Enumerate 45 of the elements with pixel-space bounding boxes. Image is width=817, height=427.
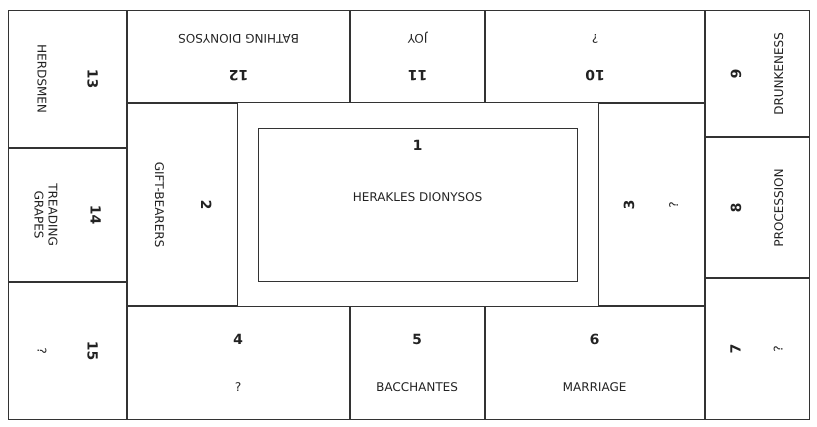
- mosaic-panel: [8, 282, 127, 420]
- panel-number: 3: [622, 199, 638, 209]
- panel-title: HERAKLES DIONYSOS: [352, 190, 482, 204]
- panel-number: 2: [196, 199, 212, 209]
- mosaic-panel: [350, 306, 485, 420]
- panel-number: 4: [233, 332, 243, 348]
- panel-number: 9: [728, 68, 744, 78]
- panel-number: 13: [83, 68, 100, 88]
- panel-number: 5: [412, 332, 422, 348]
- mosaic-panel: [485, 306, 705, 420]
- panel-title: BACCHANTES: [376, 380, 458, 394]
- panel-number: 1: [412, 138, 422, 154]
- panel-title: GIFT-BEARERS: [152, 161, 166, 247]
- panel-title: JOY: [407, 30, 427, 44]
- panel-number: 14: [86, 204, 103, 224]
- mosaic-panel: [598, 103, 705, 306]
- panel-title: ?: [34, 347, 49, 354]
- mosaic-panel: [705, 10, 810, 137]
- panel-title: ?: [666, 200, 680, 208]
- panel-title: TREADING GRAPES: [31, 182, 60, 248]
- mosaic-panel: [705, 278, 810, 420]
- panel-title: ?: [591, 30, 598, 44]
- panel-number: 11: [407, 66, 427, 82]
- panel-number: 10: [584, 66, 604, 82]
- panel-title: ?: [234, 380, 242, 394]
- panel-number: 15: [83, 340, 100, 360]
- panel-title: MARRIAGE: [562, 380, 626, 394]
- panel-number: 12: [228, 66, 248, 82]
- panel-title: PROCESSION: [772, 168, 786, 246]
- panel-number: 6: [590, 332, 600, 348]
- mosaic-panel: [485, 10, 705, 103]
- panel-title: BATHING DIONYSOS: [178, 30, 298, 44]
- central-panel: [258, 128, 578, 282]
- panel-number: 7: [728, 344, 744, 354]
- mosaic-panel: [350, 10, 485, 103]
- mosaic-panel: [705, 137, 810, 278]
- mosaic-panel: [127, 103, 238, 306]
- mosaic-panel: [8, 10, 127, 148]
- mosaic-panel: [8, 148, 127, 282]
- panel-title: ?: [772, 345, 786, 352]
- mosaic-panel: [127, 306, 350, 420]
- panel-title: DRUNKENESS: [772, 32, 786, 114]
- panel-number: 8: [728, 202, 744, 212]
- panel-title: HERDSMEN: [34, 44, 49, 113]
- mosaic-panel: [127, 10, 350, 103]
